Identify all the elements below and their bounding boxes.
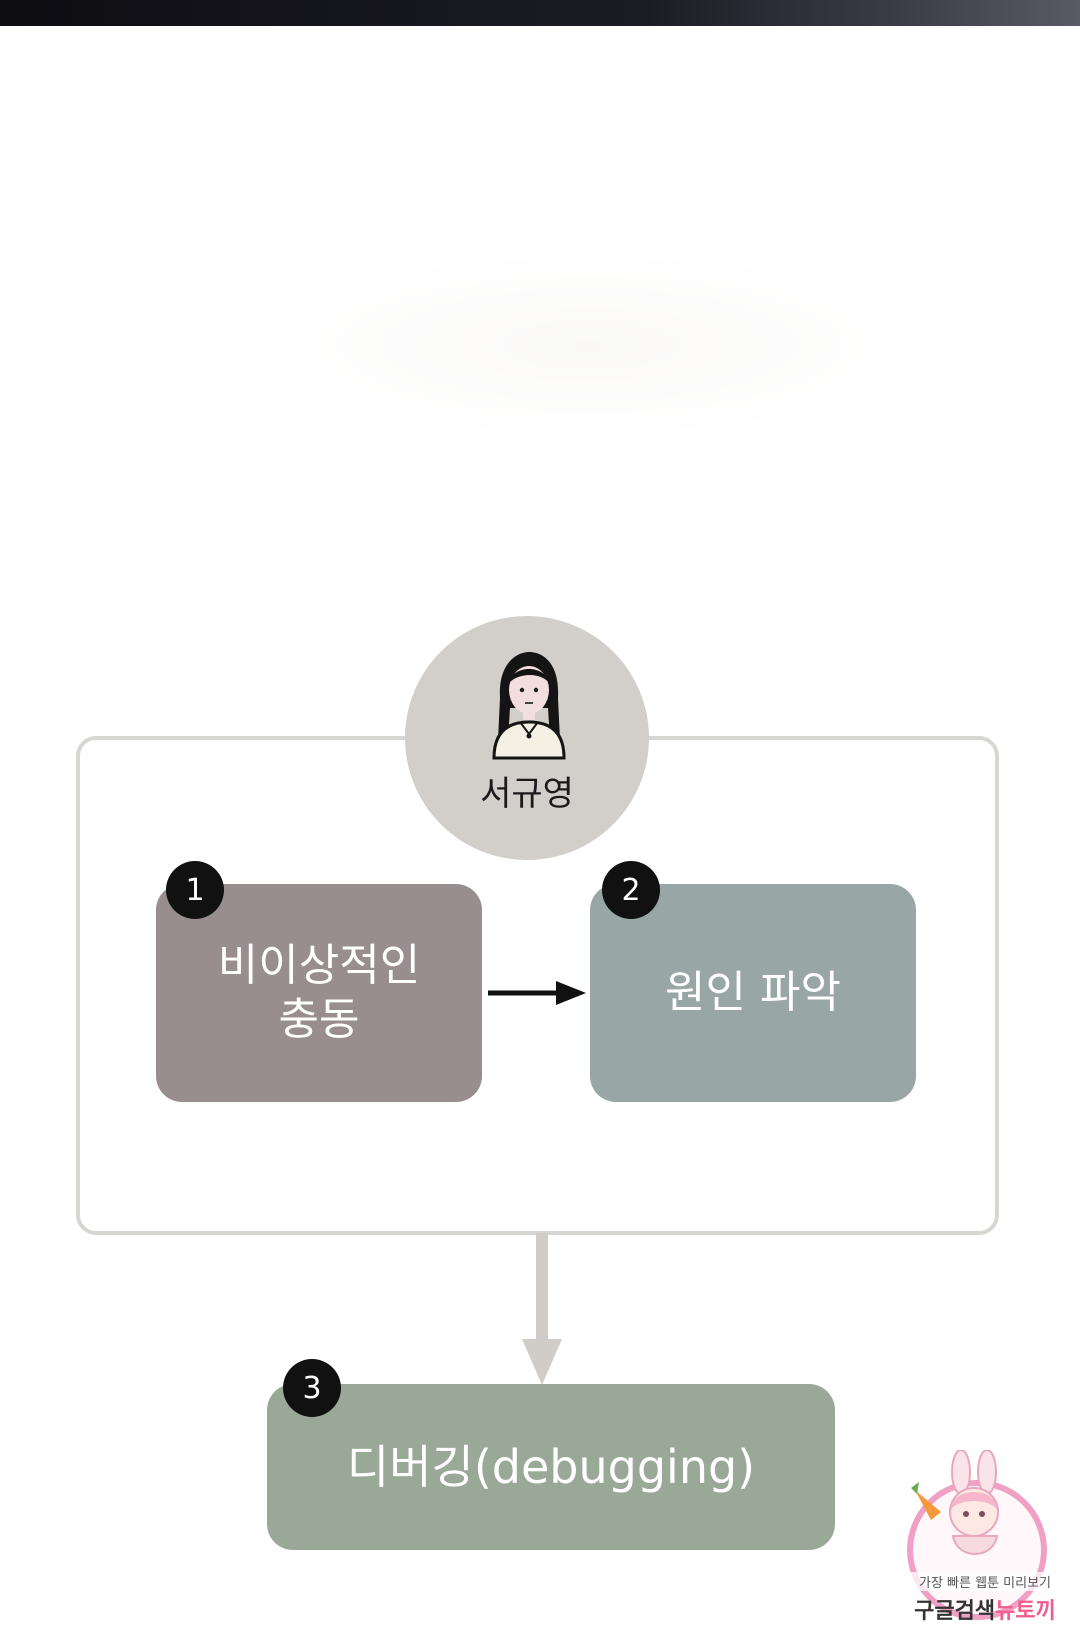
step-1-box: 비이상적인 충동 [156, 884, 482, 1102]
watermark-tagline: 가장 빠른 웹툰 미리보기 [895, 1572, 1075, 1591]
arrow-down-icon [522, 1233, 562, 1385]
rabbit-mascot-icon [911, 1450, 999, 1555]
background-smudge [240, 250, 940, 440]
watermark-brand-prefix: 구글검색 [914, 1599, 996, 1624]
person-name: 서규영 [480, 774, 574, 814]
watermark-brand-name: 뉴토끼 [995, 1599, 1056, 1624]
step-2-label: 원인 파악 [665, 967, 841, 1019]
arrow-right-icon [488, 981, 586, 1005]
step-3-box: 디버깅(debugging) [267, 1384, 835, 1550]
watermark: 가장 빠른 웹툰 미리보기 구글검색뉴토끼 [895, 1450, 1075, 1640]
top-dark-strip [0, 0, 1080, 26]
watermark-brand: 구글검색뉴토끼 [895, 1593, 1075, 1625]
step-3-badge: 3 [283, 1359, 341, 1417]
step-2-box: 원인 파악 [590, 884, 916, 1102]
woman-avatar-icon [492, 652, 566, 760]
step-1-label: 비이상적인 충동 [217, 940, 421, 1045]
step-2-badge: 2 [602, 861, 660, 919]
step-1-badge: 1 [166, 861, 224, 919]
step-3-label: 디버깅(debugging) [346, 1439, 756, 1494]
